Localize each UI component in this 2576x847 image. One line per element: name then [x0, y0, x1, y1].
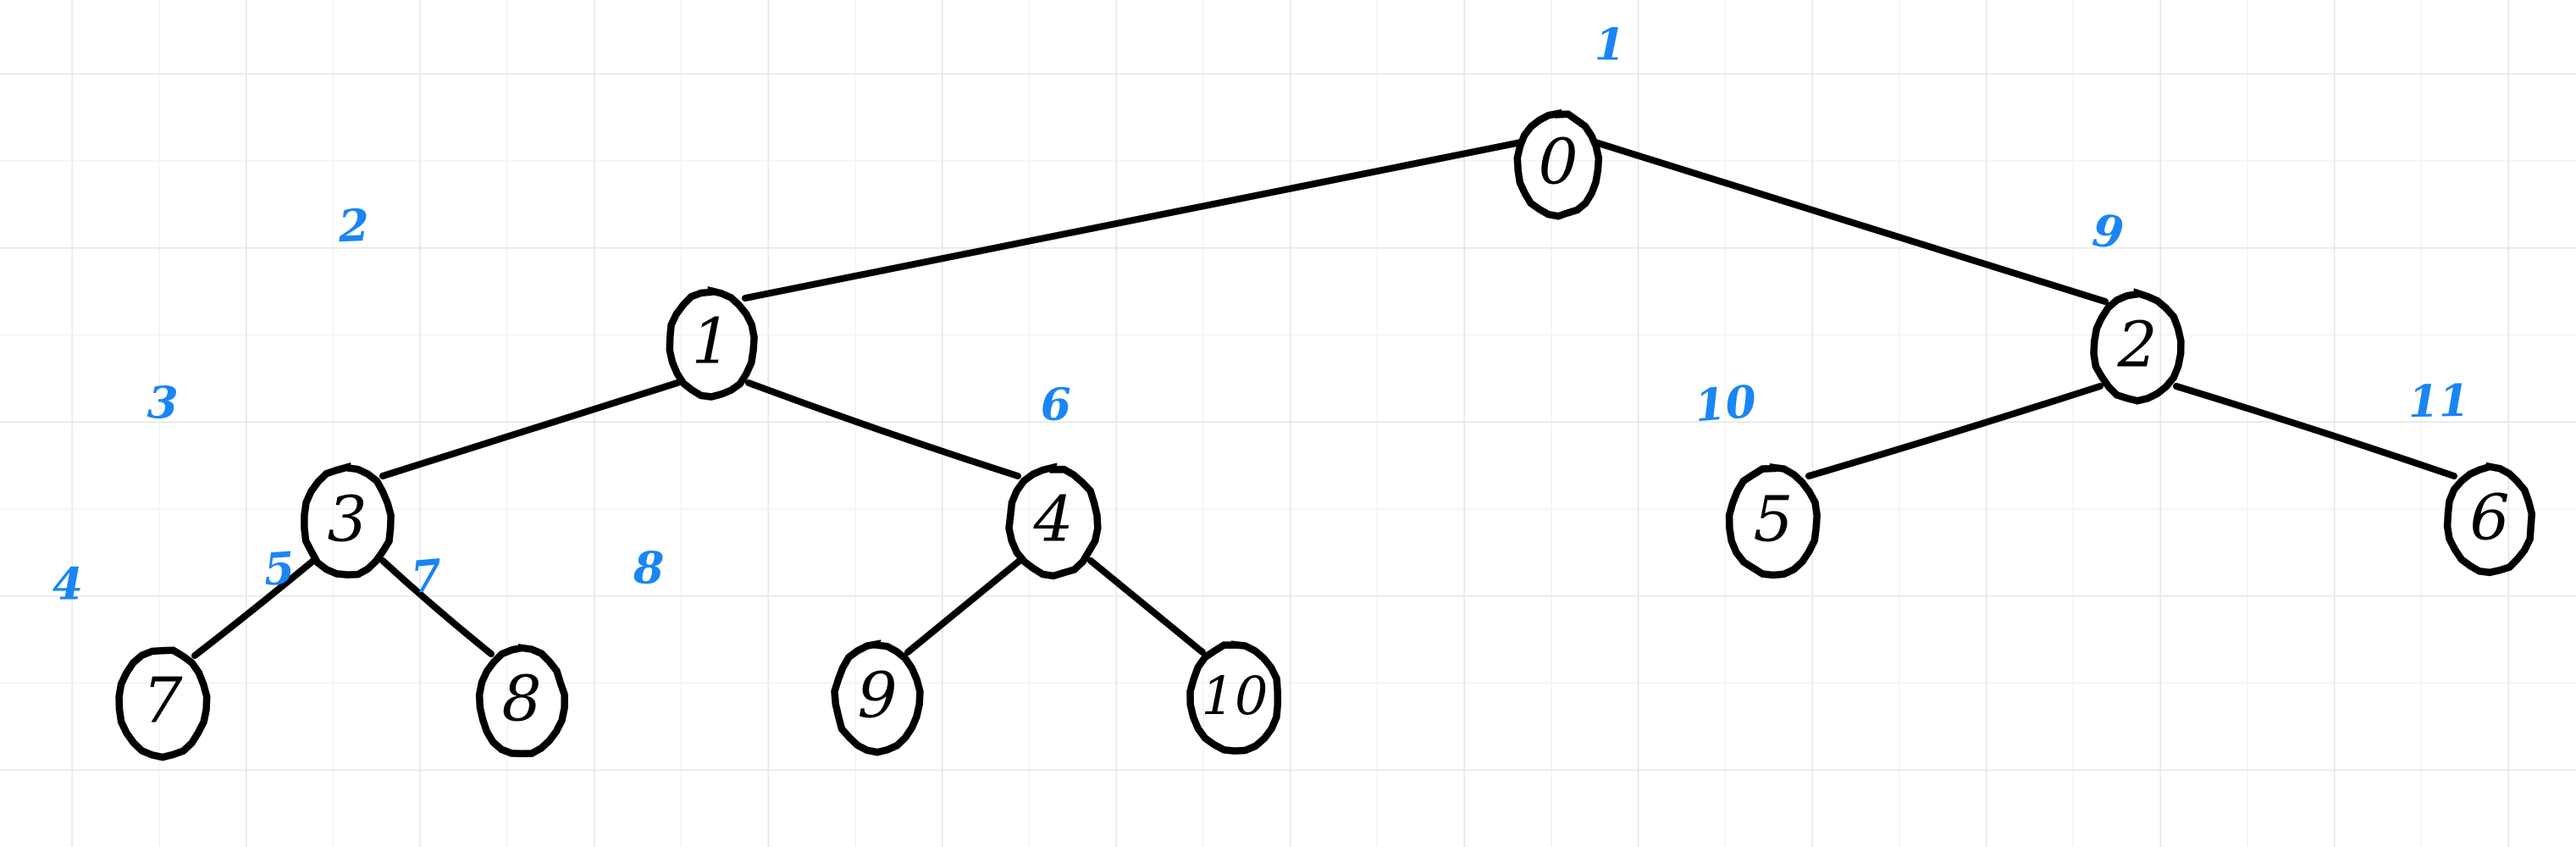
node-value-label: 8 — [501, 662, 541, 735]
tree-node[interactable]: 5 — [1725, 463, 1821, 579]
node-value-label: 1 — [691, 305, 731, 378]
tree-edge — [2173, 383, 2457, 479]
tree-node[interactable]: 1 — [666, 285, 758, 401]
node-value-label: 10 — [1202, 665, 1269, 727]
node-index-label: 3 — [146, 377, 179, 429]
tree-node[interactable]: 9 — [831, 639, 924, 756]
tree-edge — [191, 557, 317, 659]
node-circle — [301, 462, 395, 579]
tree-edge — [1592, 139, 2109, 305]
node-circle — [831, 639, 924, 756]
tree-edge — [904, 557, 1023, 656]
tree-node[interactable]: 10 — [1186, 640, 1282, 755]
nodes-group: 0 1 2 3 4 5 6 7 8 9 10 — [115, 108, 2536, 761]
node-index-label: 6 — [1040, 379, 1071, 431]
tree-node[interactable]: 6 — [2443, 462, 2536, 577]
tree-node[interactable]: 3 — [301, 462, 395, 579]
tree-edge — [379, 379, 681, 479]
node-index-label: 11 — [2407, 375, 2470, 428]
tree-edge — [1087, 557, 1206, 656]
node-circle — [1513, 108, 1603, 220]
node-index-label: 5 — [263, 542, 296, 595]
tree-node[interactable]: 0 — [1513, 108, 1603, 220]
tree-node[interactable]: 4 — [1005, 462, 1102, 580]
tree-edge — [742, 139, 1524, 302]
node-value-label: 0 — [1538, 125, 1578, 198]
node-circle — [2443, 462, 2536, 577]
node-circle — [475, 644, 568, 757]
node-circle — [666, 285, 758, 401]
node-index-label: 10 — [1693, 376, 1758, 433]
edges-group — [191, 139, 2457, 659]
tree-edge — [1805, 383, 2103, 479]
node-circle — [1005, 462, 1102, 580]
node-value-label: 4 — [1032, 483, 1073, 556]
node-value-label: 5 — [1753, 483, 1793, 556]
node-circle — [1186, 640, 1282, 755]
node-index-label: 8 — [633, 542, 665, 595]
node-index-label: 1 — [1595, 19, 1626, 70]
node-value-label: 7 — [142, 664, 182, 737]
tree-edge — [379, 557, 495, 657]
tree-node[interactable]: 8 — [475, 644, 568, 757]
node-circle — [115, 646, 211, 761]
tree-node[interactable]: 7 — [115, 646, 211, 761]
node-index-label: 2 — [336, 200, 370, 253]
tree-node[interactable]: 2 — [2090, 288, 2185, 405]
tree-edge — [745, 379, 1021, 479]
node-value-label: 3 — [327, 483, 367, 556]
node-index-label: 4 — [53, 558, 84, 610]
node-circle — [2090, 288, 2185, 405]
node-value-label: 6 — [2469, 481, 2509, 554]
node-value-label: 2 — [2116, 308, 2157, 381]
node-value-label: 9 — [857, 659, 897, 732]
node-index-label: 7 — [409, 550, 444, 604]
node-circle — [1725, 463, 1821, 579]
node-index-label: 9 — [2090, 205, 2126, 260]
